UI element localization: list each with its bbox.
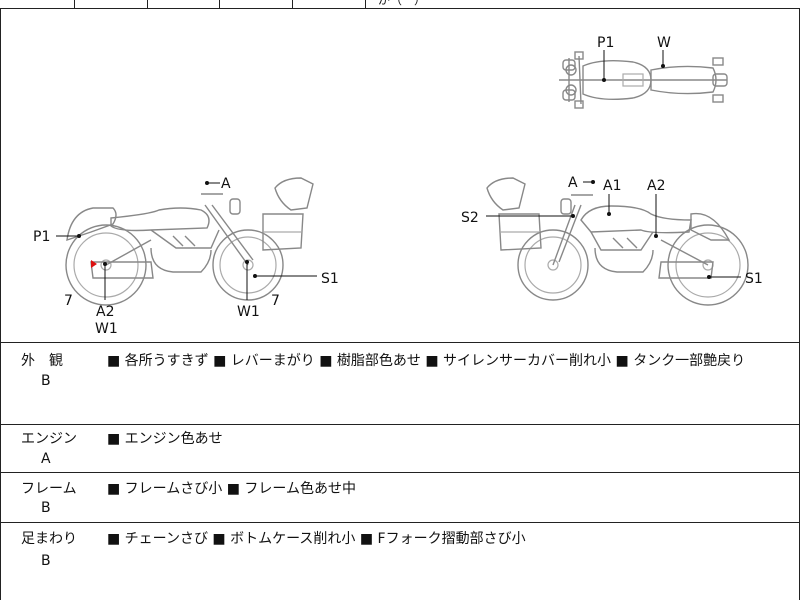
- label-a2-right: A2: [647, 178, 665, 194]
- right-bike-callouts: A A1 A2 S2 S1: [461, 175, 763, 287]
- section-name: フレーム: [21, 481, 77, 497]
- section-notes: ■ エンジン色あせ: [107, 431, 223, 447]
- label-a-right: A: [568, 175, 578, 191]
- damage-diagram-panel: P1 W A P1 7 A2 W1 W1 7 S1: [0, 9, 800, 343]
- section-name: 足まわり: [21, 531, 77, 547]
- label-w1-left-front: W1: [237, 304, 260, 320]
- label-p1-top: P1: [597, 35, 614, 51]
- table-cell: [147, 0, 220, 8]
- label-s1-right: S1: [745, 271, 763, 287]
- section-grade: B: [41, 373, 51, 389]
- label-7-left-front: 7: [271, 293, 280, 309]
- frame-section: フレーム B ■ フレームさび小 ■ フレーム色あせ中: [0, 472, 800, 523]
- label-s2-right: S2: [461, 210, 479, 226]
- motorcycle-right-side-view: [486, 177, 749, 306]
- table-cell: [292, 0, 366, 8]
- section-grade: B: [41, 500, 51, 516]
- section-name: 外 観: [21, 353, 63, 369]
- label-a2-left: A2: [96, 304, 114, 320]
- label-a1-right: A1: [603, 178, 621, 194]
- label-p1-left: P1: [33, 229, 50, 245]
- motorcycle-top-view: [559, 51, 728, 109]
- table-cell: [0, 0, 75, 8]
- table-cell: [74, 0, 148, 8]
- section-name: エンジン: [21, 431, 77, 447]
- label-7-left-rear: 7: [64, 293, 73, 309]
- exterior-section: 外 観 B ■ 各所うすきず ■ レバーまがり ■ 樹脂部色あせ ■ サイレンサ…: [0, 342, 800, 425]
- motorcycle-diagram: P1 W A P1 7 A2 W1 W1 7 S1: [33, 35, 763, 337]
- suspension-section: 足まわり B ■ チェーンさび ■ ボトムケース削れ小 ■ Fフォーク摺動部さび…: [0, 522, 800, 600]
- section-notes: ■ 各所うすきず ■ レバーまがり ■ 樹脂部色あせ ■ サイレンサーカバー削れ…: [107, 353, 746, 369]
- label-w1-left-rear: W1: [95, 321, 118, 337]
- motorcycle-left-side-view: [65, 177, 314, 306]
- section-notes: ■ フレームさび小 ■ フレーム色あせ中: [107, 481, 356, 497]
- engine-section: エンジン A ■ エンジン色あせ: [0, 424, 800, 473]
- section-notes: ■ チェーンさび ■ ボトムケース削れ小 ■ Fフォーク摺動部さび小: [107, 531, 526, 547]
- header-text-fragment: が（ ）: [378, 0, 427, 7]
- table-cell: [219, 0, 293, 8]
- section-grade: B: [41, 553, 51, 569]
- left-bike-callouts: A P1 7 A2 W1 W1 7 S1: [33, 176, 339, 337]
- top-view-callouts: P1 W: [597, 35, 671, 82]
- label-a-left: A: [221, 176, 231, 192]
- label-s1-left: S1: [321, 271, 339, 287]
- section-grade: A: [41, 451, 51, 467]
- previous-table-row: が（ ）: [0, 0, 800, 9]
- label-w-top: W: [657, 35, 671, 51]
